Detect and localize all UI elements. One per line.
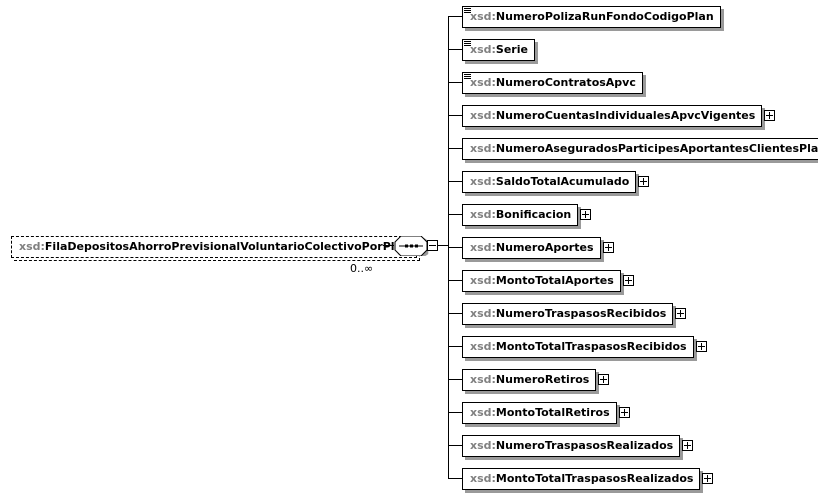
child-element-name: NumeroCuentasIndividualesApvcVigentes (495, 109, 756, 122)
child-element-box[interactable]: xsd:NumeroPolizaRunFondoCodigoPlan (462, 6, 721, 28)
child-element-name: MontoTotalTraspasosRealizados (495, 472, 694, 485)
child-branch-line (448, 445, 462, 446)
expand-icon[interactable] (638, 176, 649, 187)
child-element-box[interactable]: xsd:MontoTotalAportes (462, 270, 621, 292)
child-branch-line (448, 280, 462, 281)
expand-icon[interactable] (696, 341, 707, 352)
child-element-prefix: xsd: (470, 241, 496, 254)
child-element-prefix: xsd: (470, 472, 496, 485)
child-branch-line (448, 478, 462, 479)
child-branch-line (448, 181, 462, 182)
child-element-prefix: xsd: (470, 208, 496, 221)
expand-icon[interactable] (764, 110, 775, 121)
child-element-name: NumeroTraspasosRecibidos (495, 307, 667, 320)
child-branch-line (448, 313, 462, 314)
child-element-box[interactable]: xsd:NumeroContratosApvc (462, 72, 643, 94)
child-element-name: NumeroRetiros (495, 373, 590, 386)
child-element-box[interactable]: xsd:NumeroAportes (462, 237, 601, 259)
child-element-name: NumeroAseguradosParticipesAportantesClie… (495, 142, 818, 155)
simple-type-icon (464, 74, 471, 80)
child-element-box[interactable]: xsd:NumeroTraspasosRecibidos (462, 303, 674, 325)
child-element-name: Bonificacion (495, 208, 572, 221)
child-element-name: MontoTotalRetiros (495, 406, 610, 419)
child-element-prefix: xsd: (470, 109, 496, 122)
child-element-name: Serie (495, 43, 528, 56)
child-element-box[interactable]: xsd:NumeroTraspasosRealizados (462, 435, 681, 457)
simple-type-icon (464, 41, 471, 47)
child-element-box[interactable]: xsd:NumeroRetiros (462, 369, 597, 391)
child-element-prefix: xsd: (470, 142, 496, 155)
child-element-prefix: xsd: (470, 274, 496, 287)
child-element-name: NumeroContratosApvc (495, 76, 636, 89)
expand-icon[interactable] (598, 374, 609, 385)
child-element-name: NumeroPolizaRunFondoCodigoPlan (495, 10, 714, 23)
child-branch-line (448, 49, 462, 50)
child-element-name: SaldoTotalAcumulado (495, 175, 630, 188)
sequence-connector-line (438, 245, 448, 246)
child-branch-line (448, 346, 462, 347)
simple-type-icon (464, 8, 471, 14)
expand-icon[interactable] (675, 308, 686, 319)
expand-icon[interactable] (702, 473, 713, 484)
child-element-box[interactable]: xsd:Serie (462, 39, 535, 61)
child-element-prefix: xsd: (470, 175, 496, 188)
root-element-name: FilaDepositosAhorroPrevisionalVoluntario… (44, 240, 410, 253)
root-element-box[interactable]: xsd:FilaDepositosAhorroPrevisionalVolunt… (11, 236, 420, 261)
child-element-box[interactable]: xsd:Bonificacion (462, 204, 579, 226)
child-element-box[interactable]: xsd:SaldoTotalAcumulado (462, 171, 637, 193)
child-branch-line (448, 16, 462, 17)
child-branch-line (448, 148, 462, 149)
child-element-prefix: xsd: (470, 307, 496, 320)
root-occurrence-label: 0..∞ (350, 262, 374, 275)
child-element-box[interactable]: xsd:MontoTotalRetiros (462, 402, 617, 424)
child-element-prefix: xsd: (470, 406, 496, 419)
sequence-compositor-icon[interactable] (394, 236, 430, 256)
expand-icon[interactable] (603, 242, 614, 253)
child-element-prefix: xsd: (470, 439, 496, 452)
child-element-name: NumeroTraspasosRealizados (495, 439, 674, 452)
child-element-prefix: xsd: (470, 43, 496, 56)
child-element-prefix: xsd: (470, 340, 496, 353)
child-element-prefix: xsd: (470, 10, 496, 23)
child-element-prefix: xsd: (470, 76, 496, 89)
child-element-box[interactable]: xsd:NumeroCuentasIndividualesApvcVigente… (462, 105, 763, 127)
child-branch-line (448, 115, 462, 116)
root-connector-line (383, 245, 394, 246)
child-branch-line (448, 214, 462, 215)
child-element-box[interactable]: xsd:MontoTotalTraspasosRealizados (462, 468, 701, 490)
expand-icon[interactable] (682, 440, 693, 451)
child-element-name: NumeroAportes (495, 241, 594, 254)
child-element-name: MontoTotalTraspasosRecibidos (495, 340, 687, 353)
child-element-box[interactable]: xsd:MontoTotalTraspasosRecibidos (462, 336, 694, 358)
expand-icon[interactable] (580, 209, 591, 220)
child-element-box[interactable]: xsd:NumeroAseguradosParticipesAportantes… (462, 138, 818, 160)
child-branch-line (448, 82, 462, 83)
sequence-collapse-icon[interactable] (427, 240, 438, 251)
child-element-name: MontoTotalAportes (495, 274, 614, 287)
child-branch-line (448, 412, 462, 413)
child-branch-line (448, 379, 462, 380)
root-element-prefix: xsd: (19, 240, 45, 253)
expand-icon[interactable] (623, 275, 634, 286)
child-element-prefix: xsd: (470, 373, 496, 386)
child-branch-line (448, 247, 462, 248)
expand-icon[interactable] (619, 407, 630, 418)
